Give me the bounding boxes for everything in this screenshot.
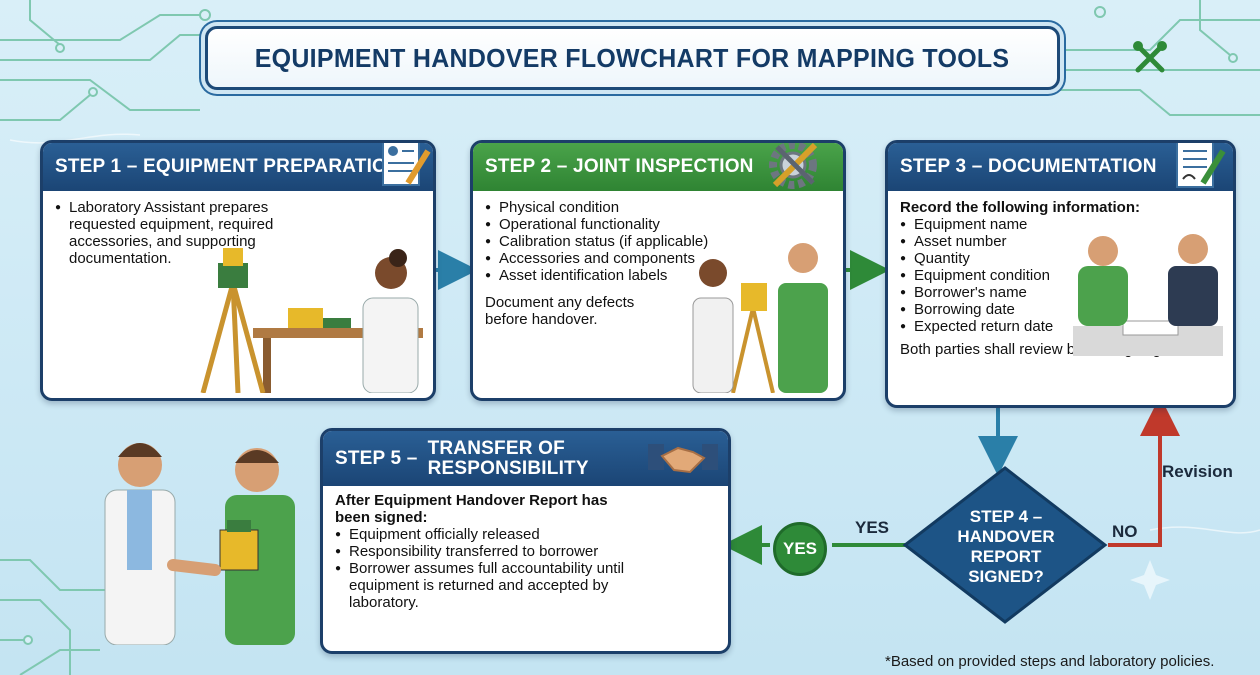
inspectors-illustration bbox=[692, 243, 828, 393]
step5-title-line1: TRANSFER OF bbox=[427, 437, 565, 459]
step2-bullet: Operational functionality bbox=[485, 216, 735, 233]
step2-card: STEP 2 – JOINT INSPECTION Physical condi… bbox=[470, 140, 846, 401]
footnote: *Based on provided steps and laboratory … bbox=[885, 653, 1215, 670]
handshake-icon bbox=[648, 444, 718, 474]
step3-bullet: Asset number bbox=[900, 233, 1080, 250]
page-title: EQUIPMENT HANDOVER FLOWCHART FOR MAPPING… bbox=[205, 26, 1060, 90]
step2-bullet: Accessories and components bbox=[485, 250, 735, 267]
decision-diamond bbox=[902, 466, 1108, 624]
contract-pen-icon bbox=[1176, 143, 1226, 188]
yes-circle: YES bbox=[773, 522, 827, 576]
step1-heading: STEP 1 – EQUIPMENT PREPARATION bbox=[43, 143, 433, 191]
yes-label: YES bbox=[855, 518, 890, 537]
step5-intro: After Equipment Handover Report has been… bbox=[335, 492, 608, 526]
step1-card: STEP 1 – EQUIPMENT PREPARATION Laborator… bbox=[40, 140, 436, 401]
handover-illustration bbox=[104, 443, 295, 645]
step5-title-line2: RESPONSIBILITY bbox=[427, 457, 589, 479]
step5-bullet: Borrower assumes full accountability unt… bbox=[335, 560, 625, 611]
step3-bullet: Quantity bbox=[900, 250, 1080, 267]
step2-bullet: Physical condition bbox=[485, 199, 735, 216]
step3-intro: Record the following information: bbox=[900, 199, 1140, 216]
lab-assistant-illustration bbox=[200, 248, 423, 393]
step1-bullet: Laboratory Assistant prepares requested … bbox=[55, 199, 295, 267]
title-text: EQUIPMENT HANDOVER FLOWCHART FOR MAPPING… bbox=[255, 42, 1010, 73]
signing-illustration bbox=[1073, 234, 1223, 356]
step2-bullet: Asset identification labels bbox=[485, 267, 735, 284]
step5-bullet: Responsibility transferred to borrower bbox=[335, 543, 625, 560]
step3-bullet: Borrower's name bbox=[900, 284, 1080, 301]
no-label: NO bbox=[1112, 522, 1138, 541]
tools-icon bbox=[1133, 41, 1167, 73]
step2-bullet: Calibration status (if applicable) bbox=[485, 233, 735, 250]
document-pen-icon bbox=[382, 143, 431, 186]
step4-line3: SIGNED? bbox=[968, 567, 1044, 586]
step2-note: Document any defects before handover. bbox=[485, 294, 635, 328]
step4-line2: HANDOVER REPORT bbox=[957, 527, 1055, 566]
step5-card: STEP 5 – TRANSFER OF RESPONSIBILITY Afte… bbox=[320, 428, 731, 654]
revision-label: Revision bbox=[1162, 462, 1233, 481]
step4-line1: STEP 4 – bbox=[969, 507, 1043, 526]
step4-decision: STEP 4 – HANDOVER REPORT SIGNED? bbox=[921, 507, 1091, 587]
step3-card: STEP 3 – DOCUMENTATION Record the follow… bbox=[885, 140, 1236, 408]
gear-tools-icon bbox=[769, 143, 818, 189]
step5-prefix: STEP 5 – bbox=[335, 447, 418, 469]
step3-heading: STEP 3 – DOCUMENTATION bbox=[888, 143, 1233, 191]
step3-bullet: Equipment name bbox=[900, 216, 1080, 233]
step3-bullet: Expected return date bbox=[900, 318, 1080, 335]
step3-bullet: Borrowing date bbox=[900, 301, 1080, 318]
arrow-revision bbox=[1108, 396, 1180, 547]
step5-bullet: Equipment officially released bbox=[335, 526, 625, 543]
step3-bullet: Equipment condition bbox=[900, 267, 1080, 284]
